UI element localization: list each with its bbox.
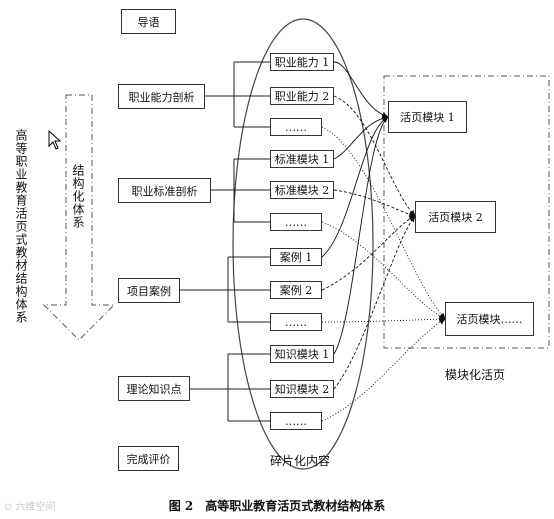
ability-analysis-label: 职业能力剖析	[128, 90, 195, 104]
module-1-box: 活页模块 1	[388, 101, 467, 133]
case-1-label: 案例 1	[279, 251, 313, 264]
ability-2-label: 职业能力 2	[274, 90, 330, 103]
case-2-box: 案例 2	[270, 281, 322, 299]
project-case-box: 项目案例	[118, 278, 180, 303]
intro-box: 导语	[121, 9, 176, 34]
module-more-box: 活页模块……	[445, 302, 534, 336]
ability-analysis-box: 职业能力剖析	[118, 84, 205, 109]
intro-label: 导语	[137, 15, 160, 29]
case-more-box: ……	[270, 313, 322, 331]
module-more-label: 活页模块……	[456, 313, 523, 326]
knowledge-1-label: 知识模块 1	[274, 348, 330, 361]
links-module-2	[321, 95, 416, 390]
theory-label: 理论知识点	[126, 382, 182, 396]
knowledge-1-box: 知识模块 1	[270, 345, 334, 363]
brackets	[180, 61, 270, 422]
module-group-label: 模块化活页	[445, 368, 506, 382]
links-module-3	[321, 126, 446, 422]
standard-1-box: 标准模块 1	[270, 150, 334, 168]
knowledge-more-label: ……	[285, 414, 307, 428]
structure-arrow	[42, 94, 116, 341]
module-container	[383, 75, 550, 349]
standard-2-label: 标准模块 2	[274, 184, 330, 197]
project-case-label: 项目案例	[127, 284, 171, 298]
ability-more-box: ……	[270, 118, 322, 136]
module-1-label: 活页模块 1	[400, 111, 455, 124]
standard-more-label: ……	[285, 215, 307, 229]
left-title: 高等职业教育活页式教材结构体系	[14, 129, 28, 324]
standard-more-box: ……	[270, 213, 322, 231]
fragment-group-label: 碎片化内容	[270, 454, 331, 468]
ability-2-box: 职业能力 2	[270, 87, 334, 105]
case-1-box: 案例 1	[270, 248, 322, 266]
links-module-1	[321, 61, 389, 355]
fragment-ellipse	[232, 18, 374, 470]
mouse-cursor-icon	[48, 130, 62, 150]
module-2-box: 活页模块 2	[415, 201, 496, 233]
evaluation-label: 完成评价	[126, 452, 171, 466]
standard-1-label: 标准模块 1	[274, 153, 330, 166]
knowledge-more-box: ……	[270, 412, 322, 430]
ability-1-box: 职业能力 1	[270, 53, 334, 71]
module-2-label: 活页模块 2	[428, 211, 483, 224]
watermark: ⊙ 六维空间	[4, 502, 56, 513]
standard-2-box: 标准模块 2	[270, 181, 334, 199]
structure-arrow-label: 结构化体系	[71, 164, 85, 229]
standard-analysis-box: 职业标准剖析	[118, 178, 211, 203]
theory-box: 理论知识点	[118, 376, 190, 401]
case-2-label: 案例 2	[279, 284, 313, 297]
ability-1-label: 职业能力 1	[274, 56, 330, 69]
knowledge-2-label: 知识模块 2	[274, 383, 330, 396]
figure-caption: 图 2 高等职业教育活页式教材结构体系	[168, 499, 386, 513]
standard-analysis-label: 职业标准剖析	[131, 184, 198, 198]
case-more-label: ……	[285, 315, 307, 329]
knowledge-2-box: 知识模块 2	[270, 380, 334, 398]
evaluation-box: 完成评价	[118, 446, 179, 471]
ability-more-label: ……	[285, 120, 307, 134]
